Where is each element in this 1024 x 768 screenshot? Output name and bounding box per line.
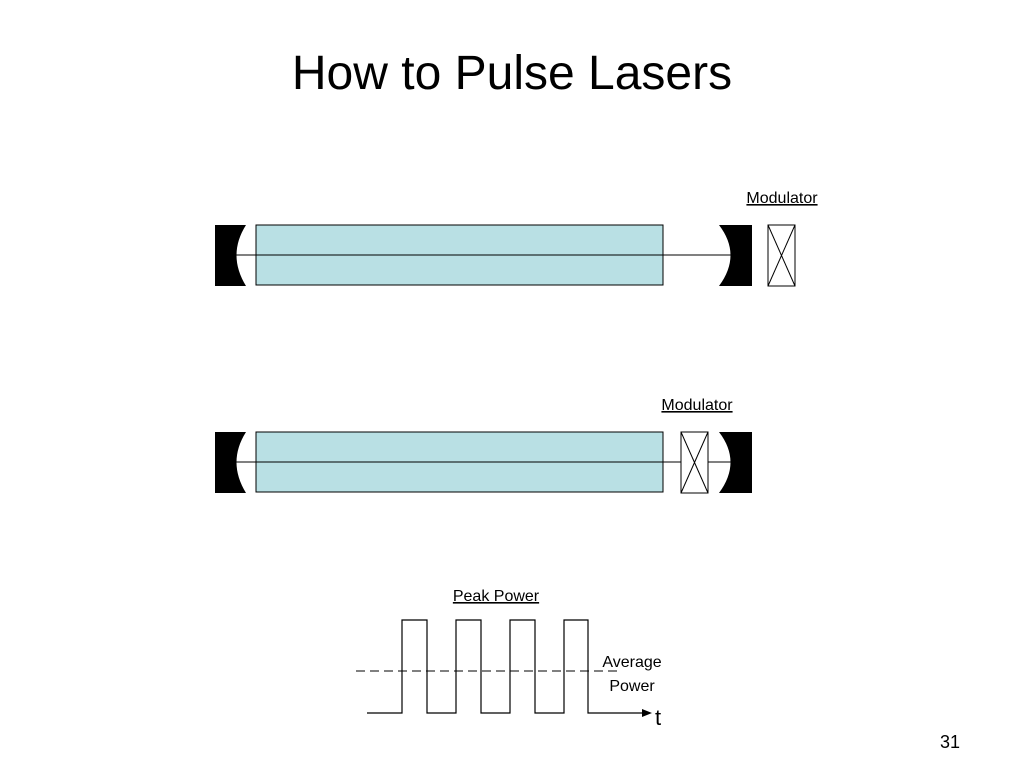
modulator-label: Modulator xyxy=(746,190,818,207)
laser-intracavity-modulator: Modulator xyxy=(215,397,752,494)
pulse-train-graph: Peak Power t Average Power xyxy=(356,588,662,730)
modulator-label: Modulator xyxy=(661,397,733,414)
arrow-head-icon xyxy=(642,709,652,717)
modulator-icon xyxy=(767,224,796,287)
right-mirror-icon xyxy=(719,432,752,493)
right-mirror-icon xyxy=(719,225,752,286)
left-mirror-icon xyxy=(215,432,246,493)
peak-power-label: Peak Power xyxy=(453,588,540,605)
left-mirror-icon xyxy=(215,225,246,286)
page-number: 31 xyxy=(939,732,960,752)
average-power-label-line2: Power xyxy=(609,678,655,695)
time-label: t xyxy=(655,705,661,730)
laser-external-modulator: Modulator xyxy=(215,190,818,287)
pulse-waveform xyxy=(367,619,614,714)
average-power-label-line1: Average xyxy=(602,654,661,671)
slide-title: How to Pulse Lasers xyxy=(291,47,733,100)
modulator-icon xyxy=(680,431,709,494)
